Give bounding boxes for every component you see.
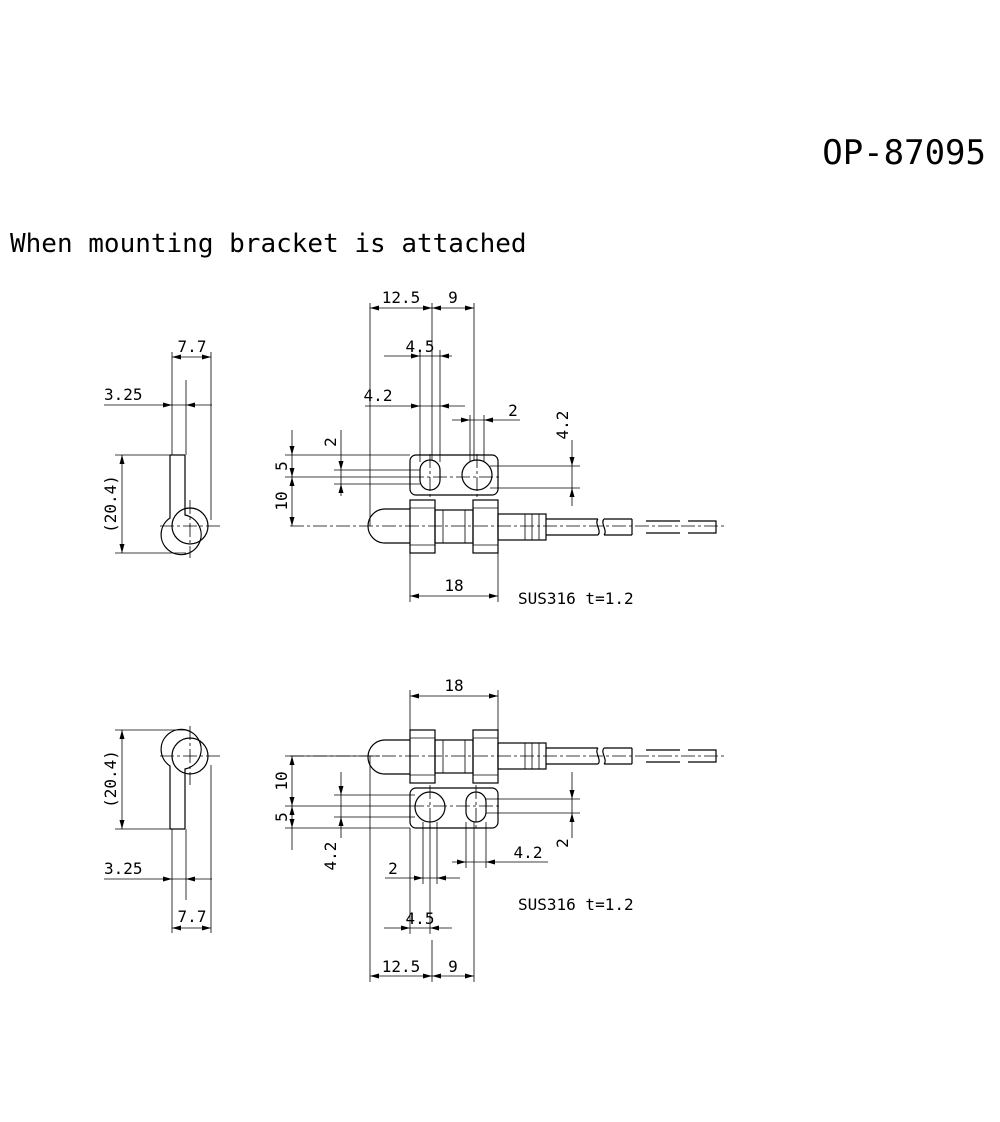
bottom-front-cable	[546, 747, 598, 765]
top-front-dim-2-right: 2	[508, 401, 518, 420]
bottom-front-dim-12-5: 12.5	[382, 957, 421, 976]
bottom-front-material-note: SUS316 t=1.2	[518, 895, 634, 914]
top-front-dim-4-5: 4.5	[406, 337, 435, 356]
drawing-heading: When mounting bracket is attached	[10, 229, 527, 259]
top-side-dim-offset: 3.25	[104, 385, 143, 404]
top-front-connector	[497, 513, 547, 541]
bottom-front-dim-10: 10	[272, 771, 291, 790]
top-front-view: 12.5 9 4.5 4.2 2 4.2 2	[272, 288, 725, 608]
top-front-dim-9: 9	[448, 288, 458, 307]
bottom-side-dim-width: 7.7	[178, 907, 207, 926]
bottom-side-dim-height: (20.4)	[101, 750, 120, 808]
bottom-front-dim-4-2-right: 4.2	[514, 843, 543, 862]
top-front-dim-12-5: 12.5	[382, 288, 421, 307]
bottom-front-dim-18: 18	[444, 676, 463, 695]
top-front-bracket-plate	[409, 454, 499, 496]
bottom-front-dim-4-2-vertical: 4.2	[321, 842, 340, 871]
bottom-side-view: (20.4) 3.25 7.7	[101, 726, 222, 933]
top-side-dim-height: (20.4)	[101, 475, 120, 533]
bottom-front-sensor-tip	[367, 739, 410, 775]
bottom-front-dim-2-vertical: 2	[553, 838, 572, 848]
top-front-dim-4-2-vertical: 4.2	[553, 411, 572, 440]
top-side-view: 7.7 3.25 (20.4)	[101, 337, 222, 558]
top-front-cable	[546, 518, 598, 536]
top-side-bracket-outline	[160, 455, 202, 556]
top-front-dim-4-2-left: 4.2	[364, 386, 393, 405]
top-front-dim-10: 10	[272, 491, 291, 510]
bottom-front-dim-2-left: 2	[388, 859, 398, 878]
bottom-front-dim-4-5: 4.5	[406, 909, 435, 928]
top-front-dim-5: 5	[272, 461, 291, 471]
bottom-front-dim-9: 9	[448, 957, 458, 976]
bottom-side-bracket-outline	[160, 728, 202, 829]
top-side-dim-width: 7.7	[178, 337, 207, 356]
part-number: OP-87095	[822, 133, 986, 173]
bottom-side-dim-offset: 3.25	[104, 859, 143, 878]
top-front-material-note: SUS316 t=1.2	[518, 589, 634, 608]
top-front-dim-2-vertical: 2	[321, 437, 340, 447]
top-front-dim-18: 18	[444, 576, 463, 595]
bottom-front-dim-5: 5	[272, 812, 291, 822]
bottom-front-bracket-plate	[409, 787, 499, 829]
bottom-front-view: 18 10 5 4.2 2 2	[272, 676, 725, 982]
